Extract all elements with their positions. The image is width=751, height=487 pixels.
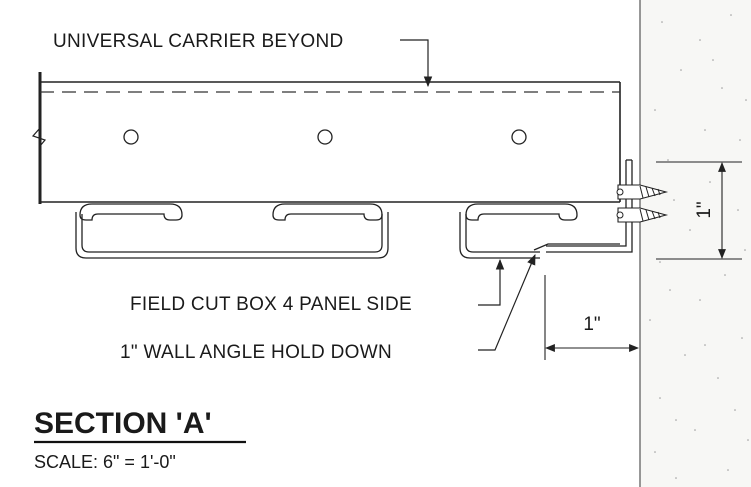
dimension-horizontal xyxy=(544,275,639,360)
scale-note: SCALE: 6" = 1'-0" xyxy=(34,452,176,472)
carrier-hole xyxy=(511,129,527,145)
universal-carrier xyxy=(40,81,621,203)
label-field-cut-box: FIELD CUT BOX 4 PANEL SIDE xyxy=(130,294,412,315)
anchor-screw xyxy=(616,184,669,200)
dimension-vertical xyxy=(656,161,742,260)
break-line xyxy=(31,72,47,204)
wall-angle xyxy=(546,159,633,253)
dimension-horizontal-label: 1" xyxy=(583,314,600,335)
section-title: SECTION 'A' xyxy=(34,407,212,440)
concrete-wall xyxy=(639,0,751,487)
field-cut-box-panel xyxy=(459,212,620,259)
leader-box-panel xyxy=(478,258,505,306)
label-universal-carrier: UNIVERSAL CARRIER BEYOND xyxy=(53,31,344,52)
concrete-speckle-pattern xyxy=(649,14,749,479)
label-wall-angle: 1" WALL ANGLE HOLD DOWN xyxy=(120,342,392,363)
anchor-screw xyxy=(616,207,669,223)
box-panel xyxy=(75,212,389,259)
carrier-hole xyxy=(317,129,333,145)
carrier-hole xyxy=(123,129,139,145)
carrier-clip-tabs xyxy=(79,203,578,221)
leader-carrier xyxy=(400,39,433,88)
dimension-vertical-label: 1" xyxy=(694,201,715,218)
leader-wall-angle xyxy=(478,254,536,351)
